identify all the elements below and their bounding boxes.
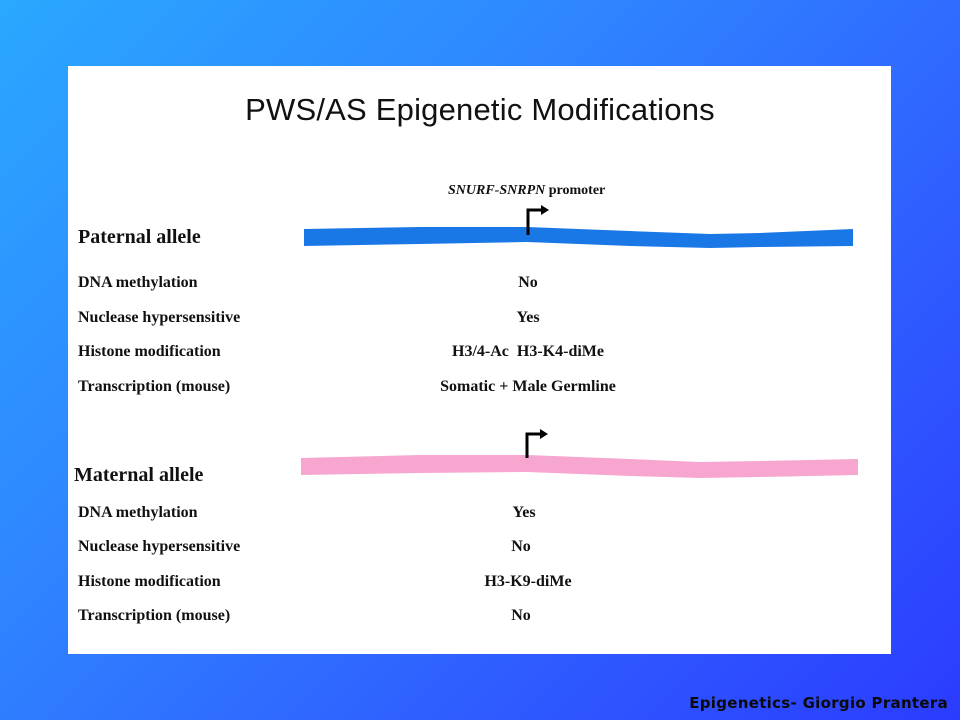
slide-panel <box>68 66 891 654</box>
maternal-row-value: No <box>511 538 531 555</box>
paternal-row-label: Nuclease hypersensitive <box>78 309 241 326</box>
paternal-row-label: Histone modification <box>78 343 221 360</box>
paternal-row-value: H3/4-Ac H3-K4-diMe <box>452 343 604 360</box>
maternal-row-label: Transcription (mouse) <box>78 607 231 624</box>
promoter-suffix: promoter <box>545 183 606 198</box>
maternal-row-value: Yes <box>512 504 536 521</box>
maternal-row-label: Histone modification <box>78 573 221 590</box>
paternal-row-value: No <box>518 274 538 291</box>
maternal-allele-label: Maternal allele <box>74 464 204 486</box>
paternal-row-label: Transcription (mouse) <box>78 378 231 395</box>
paternal-row-label: DNA methylation <box>78 274 198 291</box>
maternal-row-label: DNA methylation <box>78 504 198 521</box>
promoter-label: SNURF-SNRPN promoter <box>448 183 605 199</box>
maternal-row-value: H3-K9-diMe <box>484 573 572 590</box>
paternal-row-value: Yes <box>516 309 540 326</box>
paternal-allele-label: Paternal allele <box>78 226 201 248</box>
slide-title: PWS/AS Epigenetic Modifications <box>245 92 715 127</box>
maternal-row-value: No <box>511 607 531 624</box>
maternal-row-label: Nuclease hypersensitive <box>78 538 241 555</box>
slide-footer: Epigenetics- Giorgio Prantera <box>689 694 948 712</box>
promoter-gene-name: SNURF-SNRPN <box>448 183 546 198</box>
paternal-row-value: Somatic + Male Germline <box>440 378 616 395</box>
